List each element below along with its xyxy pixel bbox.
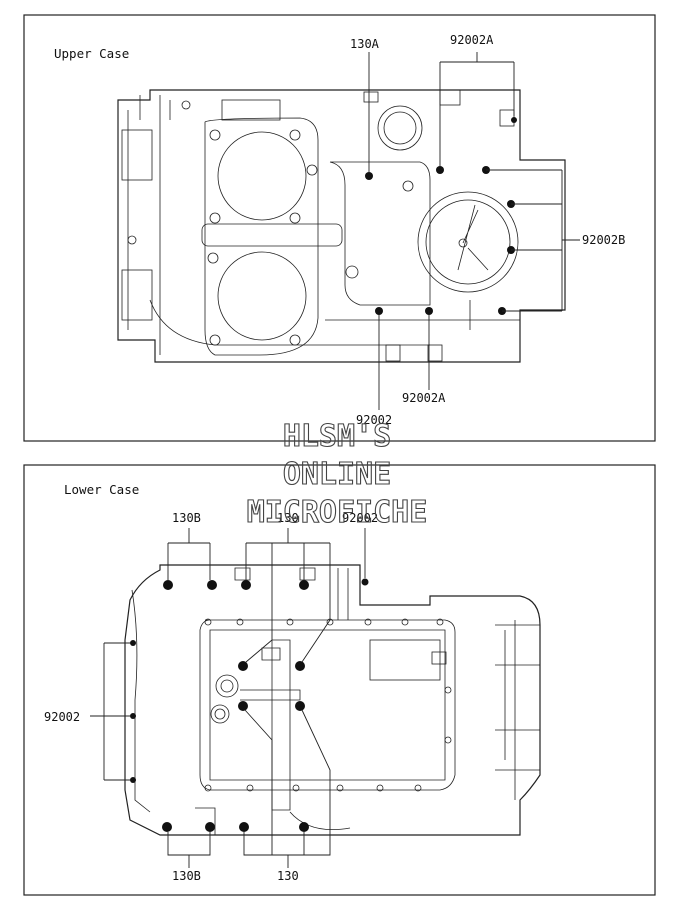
- label-130b-bottom: 130B: [172, 869, 201, 883]
- upper-crankcase-drawing: [117, 89, 566, 363]
- label-92002a-bottom: 92002A: [402, 391, 446, 405]
- label-92002-top: 92002: [342, 511, 378, 525]
- watermark-line-1: HLSM'S: [283, 419, 391, 454]
- label-130-top: 130: [277, 511, 299, 525]
- lower-crankcase-drawing: [124, 564, 541, 836]
- label-92002-upper: 92002: [356, 413, 392, 427]
- label-130a: 130A: [350, 37, 380, 51]
- watermark-line-2: ONLINE: [283, 457, 391, 492]
- lower-case-title: Lower Case: [64, 482, 139, 497]
- label-130-bottom: 130: [277, 869, 299, 883]
- lower-case-panel: Lower Case: [23, 464, 656, 896]
- label-92002a-top: 92002A: [450, 33, 494, 47]
- upper-panel-frame: [23, 14, 656, 442]
- lower-bolt-positions: [130, 578, 369, 832]
- watermark-line-3: MICROFICHE: [247, 495, 428, 530]
- label-92002-left: 92002: [44, 710, 80, 724]
- upper-case-title: Upper Case: [54, 46, 129, 61]
- upper-leader-lines: [368, 52, 580, 410]
- lower-leader-lines: [90, 528, 366, 868]
- label-92002b: 92002B: [582, 233, 625, 247]
- watermark: HLSM'S ONLINE MICROFICHE: [246, 418, 428, 530]
- lower-panel-frame: [23, 464, 656, 896]
- label-130b-top: 130B: [172, 511, 201, 525]
- upper-case-panel: Upper Case: [23, 14, 656, 442]
